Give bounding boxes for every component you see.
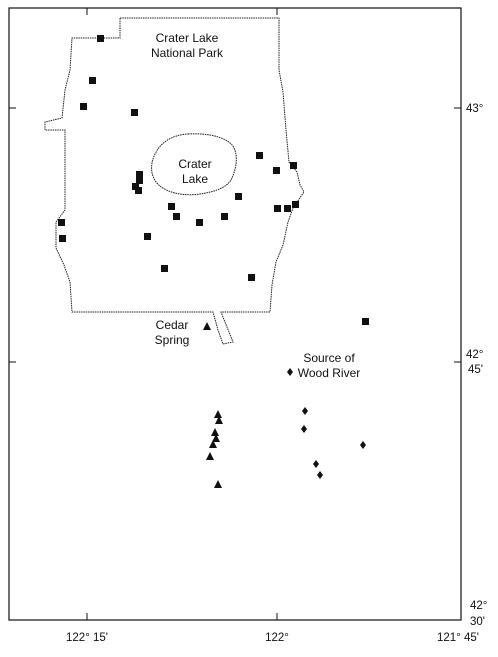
triangle-marker bbox=[212, 434, 220, 442]
crater-lake-outline bbox=[151, 133, 237, 196]
square-marker bbox=[292, 201, 299, 208]
y-tick-label-43-deg: 43° bbox=[466, 103, 483, 115]
square-marker bbox=[248, 274, 255, 281]
square-marker bbox=[290, 162, 297, 169]
lake-label-line1: Crater bbox=[178, 157, 211, 171]
x-axis bbox=[86, 8, 278, 620]
square-marker bbox=[274, 205, 281, 212]
square-markers bbox=[58, 35, 369, 325]
square-marker bbox=[284, 205, 291, 212]
square-marker bbox=[144, 233, 151, 240]
square-marker bbox=[221, 213, 228, 220]
square-marker bbox=[173, 213, 180, 220]
triangle-marker bbox=[206, 452, 214, 460]
square-marker bbox=[196, 219, 203, 226]
triangle-marker bbox=[215, 416, 223, 424]
triangle-marker bbox=[209, 440, 217, 448]
diamond-marker bbox=[360, 441, 366, 449]
park-boundary bbox=[44, 17, 305, 345]
y-axis bbox=[9, 107, 461, 363]
square-marker bbox=[161, 265, 168, 272]
triangle-marker bbox=[211, 428, 219, 436]
square-marker bbox=[135, 187, 142, 194]
diamond-marker bbox=[302, 407, 308, 415]
y-tick-label-42-30-deg: 42° bbox=[470, 600, 487, 612]
square-marker bbox=[256, 152, 263, 159]
x-tick-label-121-45: 121° 45' bbox=[437, 632, 479, 644]
diamond-marker bbox=[313, 460, 319, 468]
y-tick-label-42-30-min: 30' bbox=[470, 616, 485, 628]
park-label-line2: National Park bbox=[151, 46, 224, 60]
river-label-line1: Source of bbox=[303, 351, 355, 365]
diamond-marker bbox=[287, 368, 293, 376]
diamond-marker bbox=[317, 471, 323, 479]
y-tick-label-42-45-deg: 42° bbox=[466, 349, 483, 361]
square-marker bbox=[136, 177, 143, 184]
square-marker bbox=[89, 77, 96, 84]
square-marker bbox=[273, 167, 280, 174]
spring-label-line2: Spring bbox=[155, 333, 190, 347]
square-marker bbox=[131, 109, 138, 116]
lake-label-line2: Lake bbox=[182, 172, 208, 186]
diamond-markers bbox=[287, 368, 366, 479]
map-frame bbox=[8, 7, 462, 621]
square-marker bbox=[58, 219, 65, 226]
river-label-line2: Wood River bbox=[298, 366, 360, 380]
triangle-marker bbox=[214, 480, 222, 488]
square-marker bbox=[168, 203, 175, 210]
square-marker bbox=[80, 103, 87, 110]
square-marker bbox=[59, 235, 66, 242]
x-tick-label-122: 122° bbox=[265, 632, 289, 644]
square-marker bbox=[97, 35, 104, 42]
spring-label-line1: Cedar bbox=[156, 318, 189, 332]
triangle-markers bbox=[203, 322, 223, 488]
y-tick-label-42-45-min: 45' bbox=[468, 364, 483, 376]
triangle-marker bbox=[203, 322, 211, 330]
x-tick-label-122-15: 122° 15' bbox=[66, 632, 108, 644]
square-marker bbox=[362, 318, 369, 325]
park-label-line1: Crater Lake bbox=[156, 31, 219, 45]
square-marker bbox=[132, 183, 139, 190]
triangle-marker bbox=[214, 410, 222, 418]
square-marker bbox=[235, 193, 242, 200]
diamond-marker bbox=[301, 425, 307, 433]
square-marker bbox=[136, 171, 143, 178]
